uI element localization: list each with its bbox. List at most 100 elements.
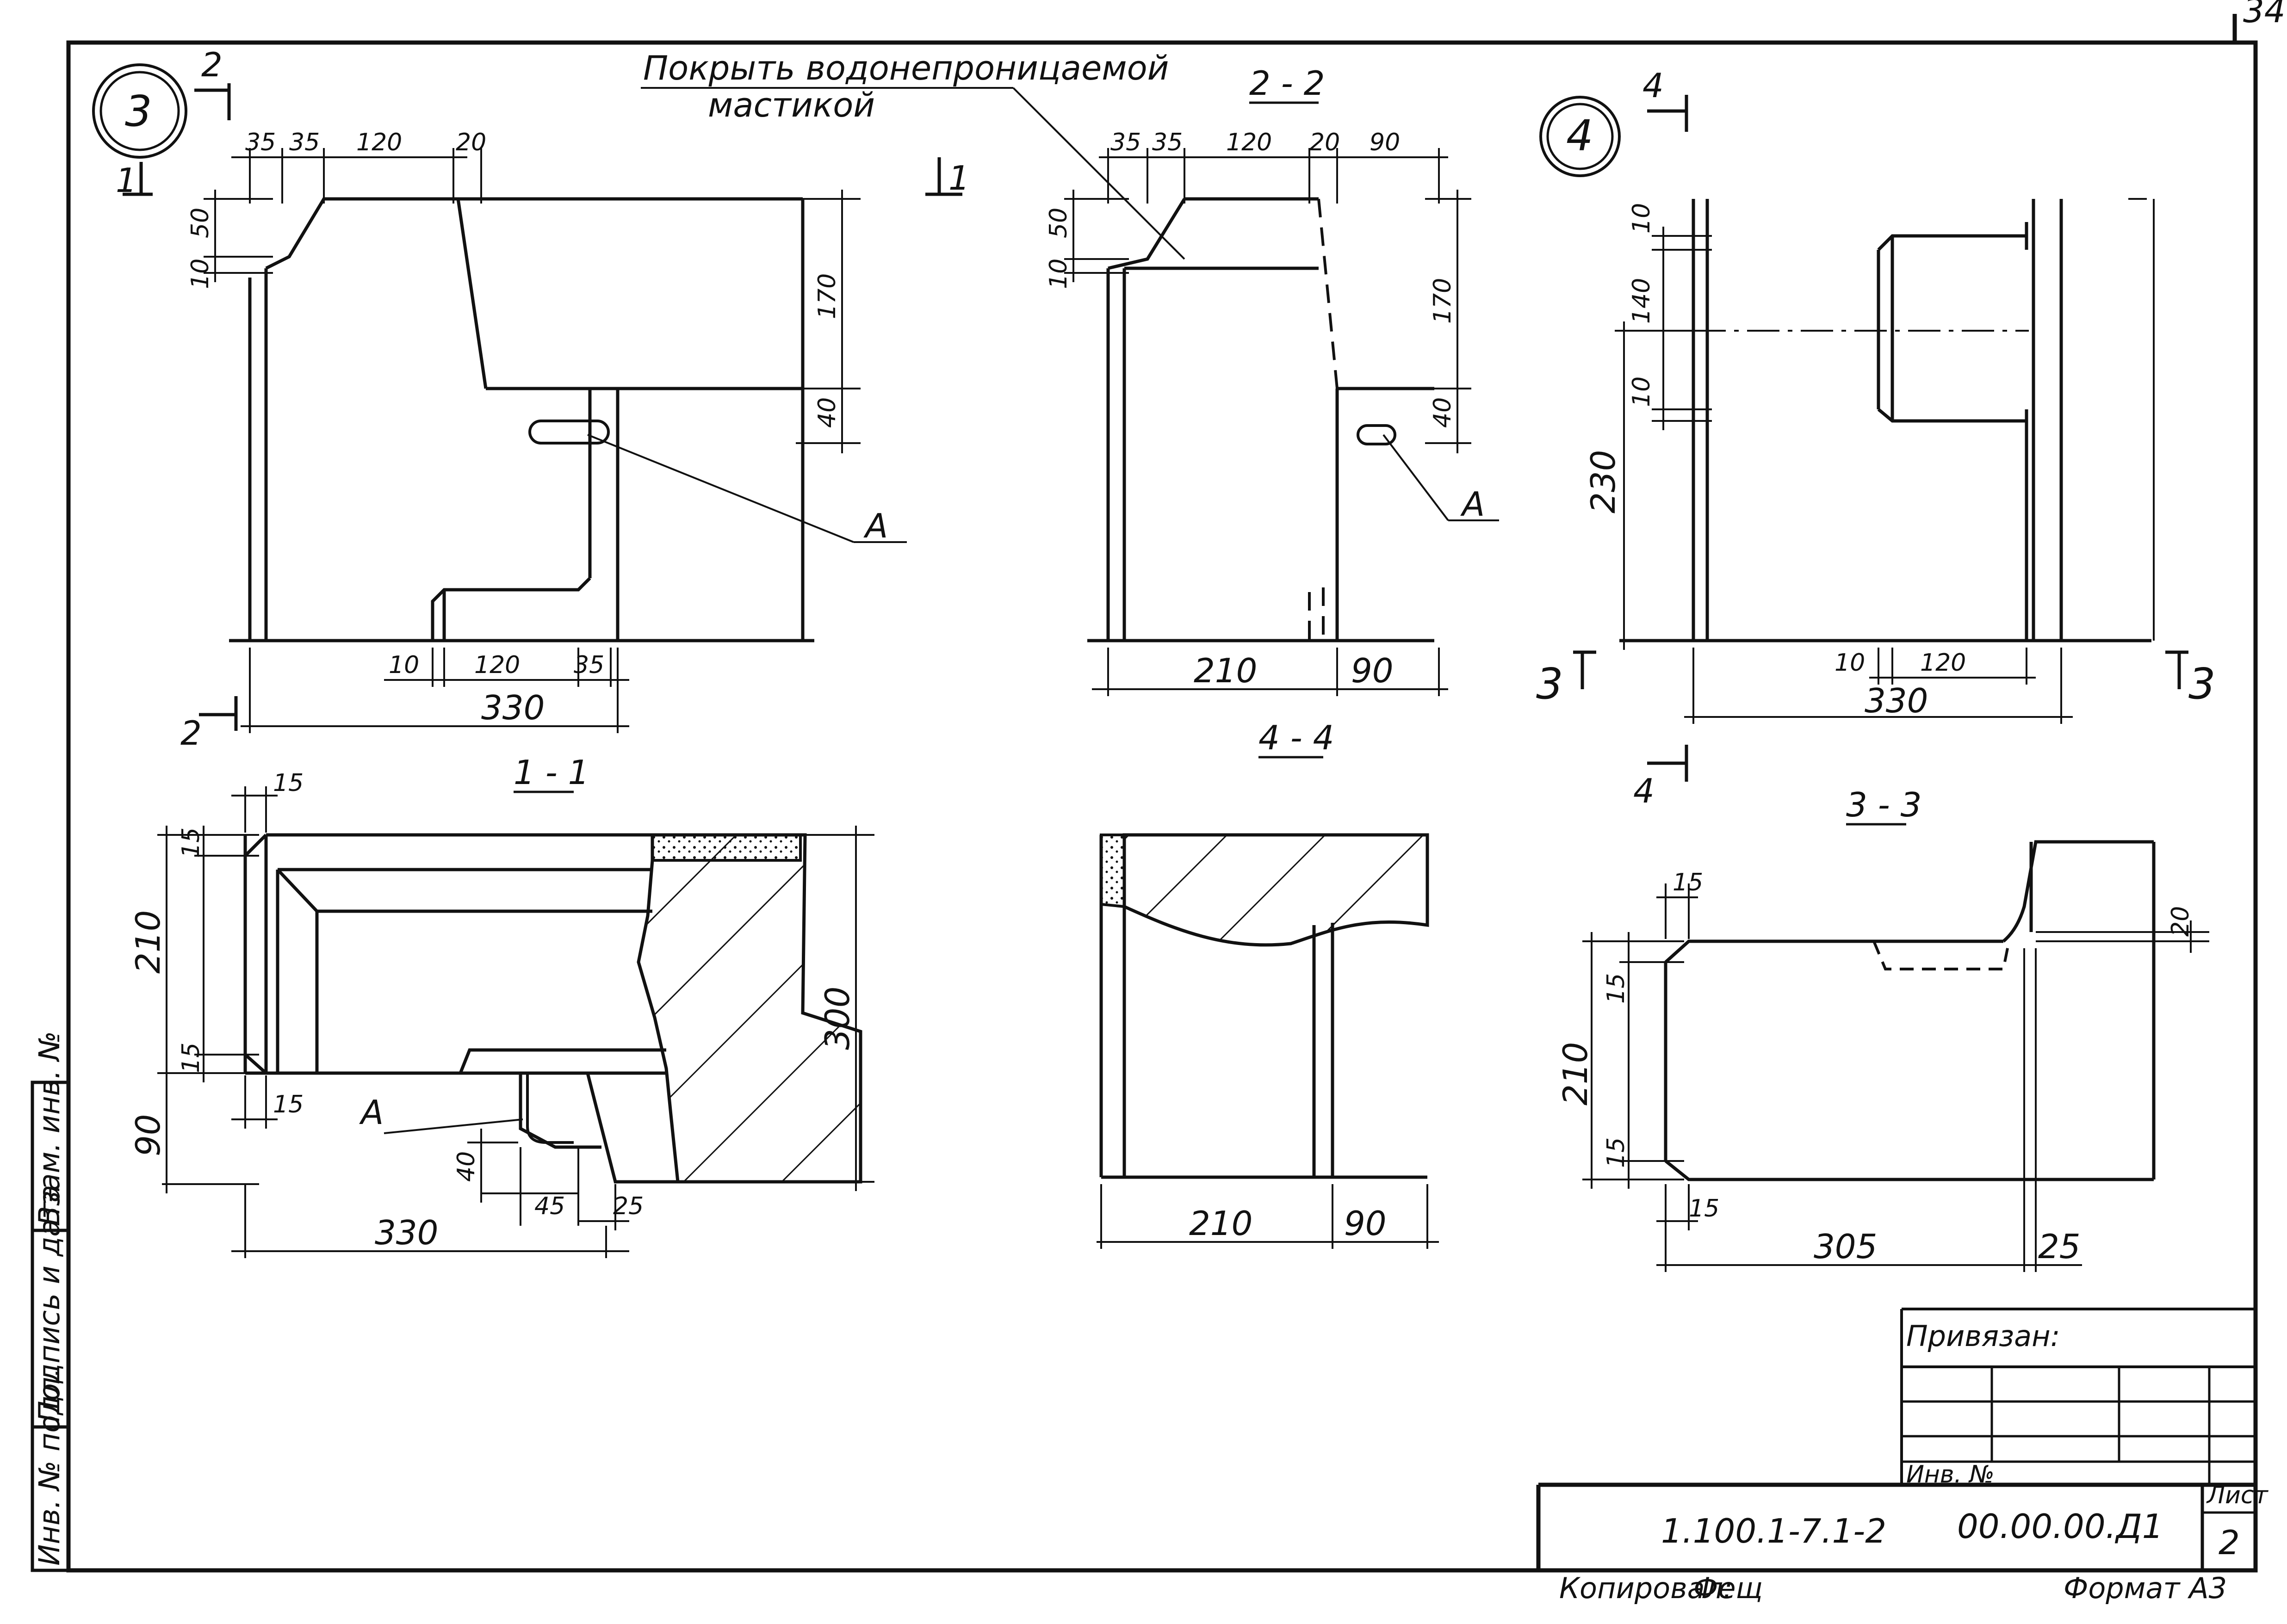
margin-stamp-cell-vzam: Взам. инв. № bbox=[32, 1031, 66, 1226]
node-4-dim-left-10a: 10 bbox=[1628, 203, 1655, 234]
section-2-2-dim-top-120: 120 bbox=[1226, 129, 1272, 156]
margin-stamp bbox=[31, 1081, 70, 1572]
node-4-dim-bottom-10: 10 bbox=[1835, 649, 1865, 677]
section-1-1-dim-left-210: 210 bbox=[129, 910, 167, 974]
node-4-cut-4-top: 4 bbox=[1642, 66, 1664, 105]
node-4-dim-bottom-120: 120 bbox=[1920, 649, 1966, 677]
section-3-3-outline bbox=[1664, 840, 2156, 1181]
section-4-4-dim-bottom-90: 90 bbox=[1344, 1204, 1387, 1243]
node-4-badge-inner bbox=[1546, 103, 1614, 170]
section-3-3-dimension-lines bbox=[1582, 883, 2209, 1272]
section-3-3-hidden-line bbox=[1872, 940, 2009, 970]
section-1-1-title: 1 - 1 bbox=[514, 753, 589, 792]
section-1-1-dim-bottom-25: 25 bbox=[613, 1192, 644, 1220]
node-3-outline bbox=[229, 197, 814, 642]
node-3-leader-a bbox=[587, 434, 854, 543]
section-3-3-dim-top-15: 15 bbox=[1673, 869, 1703, 896]
node-4-dim-left-140: 140 bbox=[1628, 278, 1655, 324]
node-4-dimension-lines bbox=[1615, 198, 2155, 724]
section-1-1-dim-inner-15-bottom: 15 bbox=[273, 1091, 304, 1118]
footer-copied-by: Копировал: bbox=[1559, 1571, 1733, 1605]
section-1-1-dim-bottom-40: 40 bbox=[452, 1151, 480, 1182]
section-1-1-mortar-layer bbox=[651, 834, 802, 862]
node-3-cut-1-right: 1 bbox=[948, 159, 970, 198]
section-1-1-ref-a: A bbox=[359, 1093, 384, 1132]
node-4-dim-total-330: 330 bbox=[1865, 681, 1928, 720]
node-3-dim-right-170: 170 bbox=[813, 273, 841, 319]
section-2-2-ref-a: A bbox=[1460, 485, 1485, 524]
margin-stamp-cell-inv-podl: Инв. № подл. bbox=[32, 1368, 66, 1566]
section-1-1-hatched-masonry bbox=[637, 833, 862, 1184]
section-3-3-dim-bottom-305: 305 bbox=[1814, 1227, 1877, 1266]
node-3-dim-left-50: 50 bbox=[186, 208, 214, 238]
node-4-number: 4 bbox=[1566, 111, 1593, 161]
node-3-dim-top-35b: 35 bbox=[289, 129, 320, 156]
footer-copier-signature: Фещ bbox=[1693, 1571, 1763, 1605]
node-3-badge-outer bbox=[92, 63, 187, 159]
node-3-dim-top-120: 120 bbox=[356, 129, 402, 156]
section-2-2-anchor-slot bbox=[1357, 424, 1396, 445]
section-2-2-dim-top-35a: 35 bbox=[1110, 129, 1141, 156]
section-1-1-anchor-hook bbox=[526, 1073, 574, 1144]
title-block-sheet-no: 2 bbox=[2219, 1523, 2240, 1562]
section-4-4: 4 - 4 210 90 bbox=[1097, 718, 1439, 1249]
section-4-4-dimension-lines bbox=[1097, 1184, 1439, 1249]
section-2-2-dim-top-90: 90 bbox=[1370, 129, 1400, 156]
section-4-4-dim-bottom-210: 210 bbox=[1189, 1204, 1252, 1243]
section-1-1-dimension-lines bbox=[157, 786, 874, 1258]
section-1-1-dim-left-90: 90 bbox=[129, 1114, 167, 1156]
node-4: 4 4 4 3 3 bbox=[1536, 66, 2216, 810]
node-3-badge-inner bbox=[99, 71, 180, 151]
section-2-2-dim-top-35b: 35 bbox=[1152, 129, 1183, 156]
note-line-2: мастикой bbox=[708, 86, 875, 124]
node-3-dim-left-10: 10 bbox=[186, 259, 214, 289]
section-1-1-leader-a bbox=[384, 1118, 523, 1134]
title-block-code: 1.100.1-7.1-2 bbox=[1661, 1512, 1886, 1550]
node-4-cut-3-left: 3 bbox=[1536, 659, 1563, 709]
node-3-cut-1-left: 1 bbox=[116, 161, 137, 200]
section-1-1-dim-inner-15-top: 15 bbox=[273, 769, 304, 797]
node-3-cut-markers bbox=[123, 83, 962, 731]
node-3-dim-right-40: 40 bbox=[813, 397, 841, 428]
node-3: 3 2 1 1 2 bbox=[92, 45, 970, 753]
node-4-dim-left-10b: 10 bbox=[1628, 377, 1655, 407]
section-4-4-hatched-masonry bbox=[1122, 833, 1429, 947]
title-block-sheet-label: Лист bbox=[2206, 1482, 2268, 1509]
section-2-2-dim-top-20: 20 bbox=[1309, 129, 1340, 156]
section-4-4-mortar-layer bbox=[1100, 834, 1126, 908]
footer-format: Формат А3 bbox=[2064, 1571, 2227, 1605]
section-4-4-outline bbox=[1099, 835, 1427, 1179]
title-block-privyazan: Привязан: bbox=[1906, 1319, 2060, 1353]
node-3-number: 3 bbox=[125, 86, 152, 136]
section-3-3-dim-bottom-15: 15 bbox=[1689, 1195, 1719, 1223]
node-4-cut-markers bbox=[1573, 95, 2188, 782]
node-3-anchor-slot bbox=[528, 420, 610, 445]
title-block-designation: 00.00.00.Д1 bbox=[1957, 1507, 2163, 1546]
section-2-2-dimension-lines bbox=[1064, 148, 1471, 696]
node-4-outline bbox=[1619, 199, 2151, 642]
section-3-3-title: 3 - 3 bbox=[1846, 785, 1921, 824]
node-4-cut-3-right: 3 bbox=[2188, 659, 2216, 709]
node-4-dim-left-230: 230 bbox=[1584, 450, 1623, 513]
section-3-3: 3 - 3 bbox=[1556, 785, 2209, 1272]
section-1-1: 1 - 1 A bbox=[129, 753, 874, 1258]
margin-stamp-cell-signature: Подпись и дата bbox=[32, 1185, 66, 1422]
node-3-ref-a: A bbox=[863, 506, 888, 545]
section-2-2-dim-bottom-210: 210 bbox=[1194, 651, 1257, 690]
note-line-1: Покрыть водонепроницаемой bbox=[643, 49, 1169, 87]
section-2-2: 2 - 2 A bbox=[1045, 64, 1499, 696]
section-3-3-dim-left-15a: 15 bbox=[1602, 973, 1630, 1004]
node-4-badge-outer bbox=[1539, 96, 1621, 177]
section-1-1-dim-left-15a: 15 bbox=[177, 827, 205, 858]
node-3-dim-total-330: 330 bbox=[481, 688, 545, 727]
node-3-dim-bottom-120: 120 bbox=[474, 651, 520, 679]
section-2-2-dim-right-170: 170 bbox=[1429, 278, 1456, 324]
title-block-inv-no: Инв. № bbox=[1906, 1461, 1995, 1488]
note-waterproofing: Покрыть водонепроницаемой мастикой bbox=[641, 49, 1185, 260]
sheet-frame bbox=[66, 14, 2258, 1573]
section-3-3-dim-right-20: 20 bbox=[2167, 906, 2194, 937]
section-2-2-outline bbox=[1087, 197, 1434, 642]
section-4-4-title: 4 - 4 bbox=[1258, 718, 1334, 757]
note-leader bbox=[1012, 87, 1185, 260]
